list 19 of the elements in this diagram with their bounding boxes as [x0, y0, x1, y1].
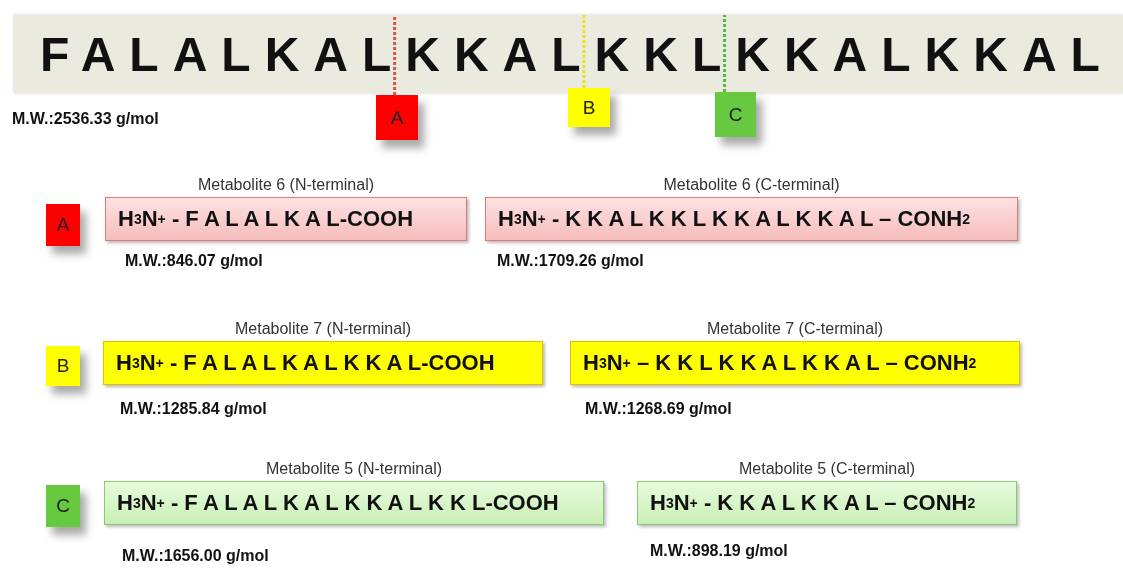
molecular-weight: M.W.:2536.33 g/mol	[12, 110, 159, 128]
molecular-weight: M.W.:1285.84 g/mol	[120, 400, 267, 418]
metabolite-title: Metabolite 7 (C-terminal)	[706, 320, 884, 338]
molecular-weight: M.W.:846.07 g/mol	[125, 252, 263, 270]
metabolite-title: Metabolite 5 (C-terminal)	[738, 460, 916, 478]
molecular-weight: M.W.:1656.00 g/mol	[122, 547, 269, 565]
metabolite-title: Metabolite 6 (C-terminal)	[663, 176, 840, 194]
molecular-weight: M.W.:1709.26 g/mol	[497, 252, 644, 270]
cleavage-site-label: C	[46, 485, 80, 527]
cleavage-site-label: B	[568, 88, 610, 127]
cleavage-site-label: A	[46, 204, 80, 246]
cleavage-site-label: B	[46, 346, 80, 386]
cleavage-site-label: C	[715, 92, 756, 137]
cleavage-site-label: A	[376, 95, 418, 140]
metabolite-title: Metabolite 5 (N-terminal)	[265, 460, 443, 478]
molecular-weight: M.W.:898.19 g/mol	[650, 542, 788, 560]
molecular-weight: M.W.:1268.69 g/mol	[585, 400, 732, 418]
metabolite-title: Metabolite 6 (N-terminal)	[197, 176, 375, 194]
metabolite-title: Metabolite 7 (N-terminal)	[234, 320, 412, 338]
